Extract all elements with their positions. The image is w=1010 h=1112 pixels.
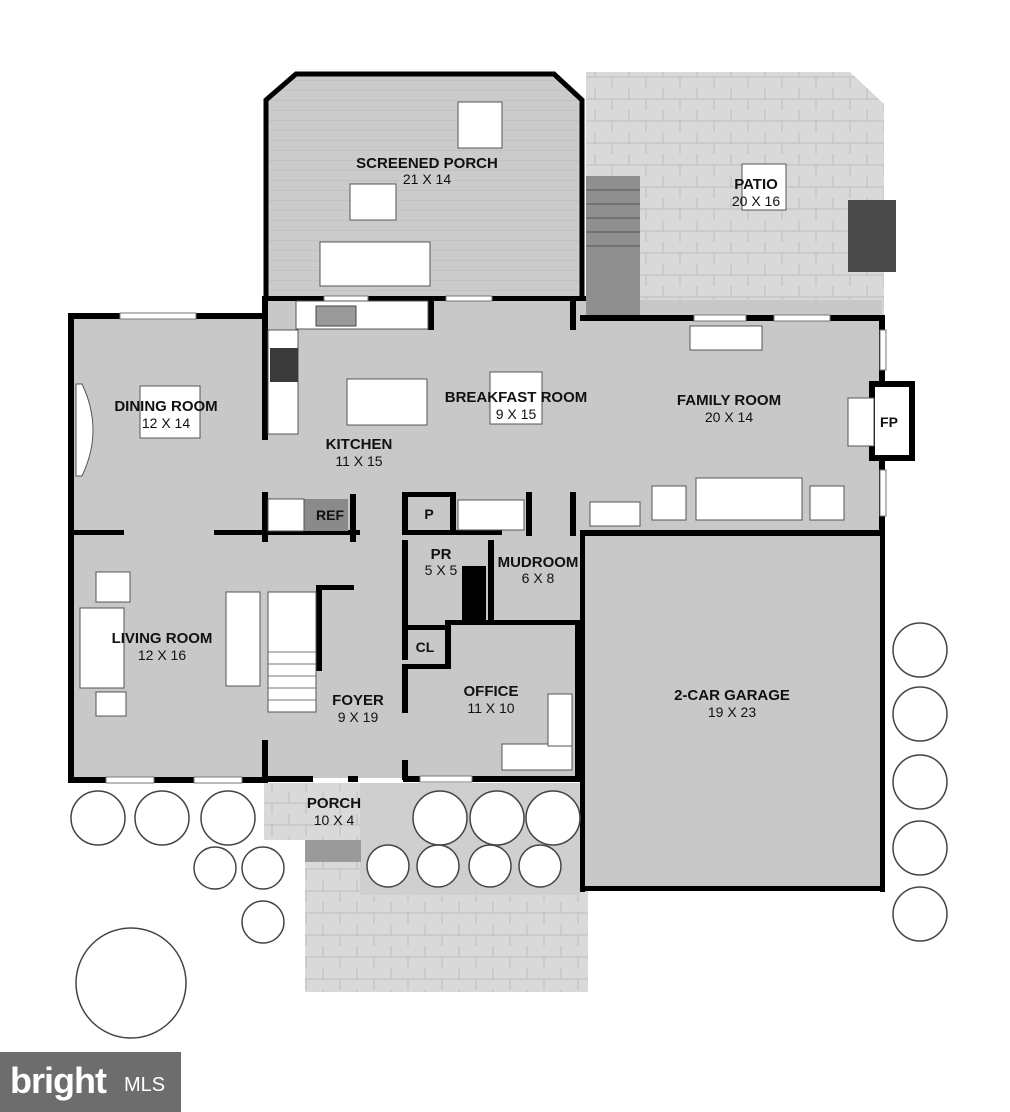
refrigerator <box>304 499 348 531</box>
screened-porch-floor <box>266 74 582 296</box>
breakfast-room-label: BREAKFAST ROOM <box>445 389 588 406</box>
living-chair <box>95 571 131 603</box>
porch-table <box>349 183 397 221</box>
living-room-label: LIVING ROOM <box>112 630 213 647</box>
kitchen-sink <box>315 305 357 327</box>
family-chair-2 <box>809 485 845 521</box>
dining-table <box>139 385 201 439</box>
counter-near-fridge <box>267 498 305 532</box>
family-sofa <box>695 477 803 521</box>
kitchen-dims: 11 X 15 <box>335 453 382 469</box>
dining-buffet <box>75 383 94 477</box>
office-dims: 11 X 10 <box>467 700 514 716</box>
patio-dims: 20 X 16 <box>732 193 780 209</box>
family-chair-1 <box>651 485 687 521</box>
watermark-brand: bright <box>10 1060 107 1101</box>
watermark-suffix: MLS <box>124 1074 166 1096</box>
living-sofa <box>79 607 125 689</box>
mudroom-bench <box>457 499 525 531</box>
porch-dining-table <box>457 101 503 149</box>
family-hearth-seat <box>847 397 875 447</box>
garage-label: 2-CAR GARAGE <box>674 687 790 704</box>
breakfast-room-dims: 9 X 15 <box>496 406 537 422</box>
screened-porch-label: SCREENED PORCH <box>356 155 498 172</box>
windows <box>105 295 887 784</box>
breakfast-table <box>489 371 543 425</box>
stove <box>270 348 298 382</box>
patio-grill <box>848 200 896 272</box>
family-bench <box>589 501 641 527</box>
living-ottoman <box>95 691 127 717</box>
kitchen-island <box>346 378 428 426</box>
refrigerator-tag: REF <box>316 507 344 523</box>
mudroom-dims: 6 X 8 <box>522 570 555 586</box>
foyer-dims: 9 X 19 <box>338 709 379 725</box>
living-room-dims: 12 X 16 <box>138 647 186 663</box>
powder-room-dims: 5 X 5 <box>425 562 458 578</box>
closet-tag: CL <box>416 639 435 655</box>
mudroom-label: MUDROOM <box>498 554 579 571</box>
kitchen-label: KITCHEN <box>326 436 393 453</box>
powder-room-label: PR <box>431 546 452 563</box>
garage-dims: 19 X 23 <box>708 704 756 720</box>
porch-dims: 10 X 4 <box>314 812 355 828</box>
bath-vanity-wall <box>462 566 486 624</box>
family-room-dims: 20 X 14 <box>705 409 753 425</box>
office-credenza <box>547 693 573 747</box>
patio-label: PATIO <box>734 176 778 193</box>
mls-watermark: bright MLS <box>0 1052 181 1112</box>
family-room-label: FAMILY ROOM <box>677 392 781 409</box>
dining-room-label: DINING ROOM <box>114 398 217 415</box>
pantry-tag: P <box>424 506 433 522</box>
patio-floor <box>586 72 884 318</box>
landscaping <box>70 622 948 1039</box>
entry-step <box>305 840 361 862</box>
garage-floor <box>582 535 883 889</box>
fireplace-tag: FP <box>880 414 898 430</box>
living-console <box>225 591 261 687</box>
screened-porch-walls <box>263 71 585 296</box>
office-desk <box>501 743 573 771</box>
family-console <box>689 325 763 351</box>
interior-walls <box>74 296 581 780</box>
office-label: OFFICE <box>464 683 519 700</box>
porch-label: PORCH <box>307 795 361 812</box>
screened-porch-dims: 21 X 14 <box>403 171 451 187</box>
porch-sofa <box>319 241 431 287</box>
patio-table <box>741 163 787 211</box>
dining-room-dims: 12 X 14 <box>142 415 190 431</box>
foyer-label: FOYER <box>332 692 384 709</box>
